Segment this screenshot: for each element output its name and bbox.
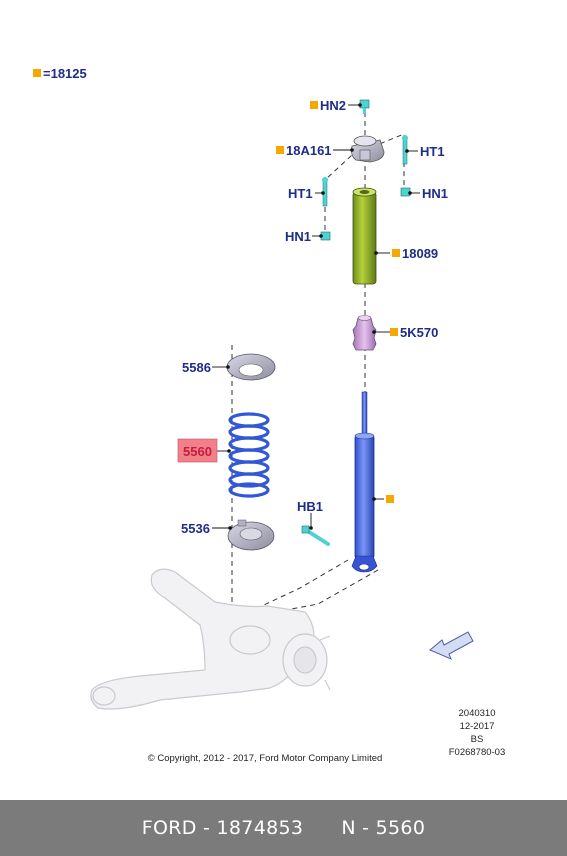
- dust-boot: [352, 187, 377, 285]
- doc-info-line: 12-2017: [460, 721, 495, 732]
- legend-text: =18125: [43, 66, 87, 81]
- part-labels: HN2 18A161 HT1 HT1 HN1 HN1 18089 5K570 5…: [181, 98, 448, 536]
- coil-spring: [228, 412, 270, 498]
- label-5k570: 5K570: [400, 325, 438, 340]
- leader-lines: [212, 104, 420, 529]
- shock-absorber: [351, 391, 378, 573]
- doc-info: 2040310 12-2017 BS F0268780-03: [449, 708, 506, 758]
- marker-5k570-icon: [390, 328, 398, 336]
- label-5560: 5560: [183, 444, 212, 459]
- nut-hn2: [359, 99, 370, 114]
- upper-spring-seat: [226, 353, 276, 381]
- footer-part-number: FORD - 1874853: [141, 817, 304, 839]
- bolt-hb1: [301, 525, 330, 546]
- legend-marker-icon: [33, 69, 41, 77]
- lower-arm-knuckle: [90, 568, 331, 710]
- highlight-5560: [177, 438, 218, 463]
- footer-bar: FORD - 1874853 N - 5560: [0, 800, 567, 856]
- top-mount: [351, 135, 385, 163]
- label-5536: 5536: [181, 521, 210, 536]
- footer-gap: [303, 817, 341, 839]
- lower-spring-seat: [227, 519, 275, 551]
- direction-arrow-icon: [429, 631, 474, 660]
- doc-info-line: 2040310: [459, 708, 496, 719]
- footer-item-number: N - 5560: [341, 817, 426, 839]
- bolt-ht1-right: [402, 135, 408, 165]
- label-hn2: HN2: [320, 98, 346, 113]
- label-ht1-right: HT1: [420, 144, 445, 159]
- label-hn1-right: HN1: [422, 186, 448, 201]
- label-hn1-left: HN1: [285, 229, 311, 244]
- legend: =18125: [33, 66, 87, 81]
- label-hb1: HB1: [297, 499, 323, 514]
- orange-markers: [276, 101, 400, 503]
- copyright-text: © Copyright, 2012 - 2017, Ford Motor Com…: [148, 753, 383, 764]
- doc-info-line: F0268780-03: [449, 747, 506, 758]
- bump-stop: [352, 315, 377, 351]
- marker-18089-icon: [392, 249, 400, 257]
- parts-diagram: =18125: [33, 66, 506, 764]
- marker-18a161-icon: [276, 146, 284, 154]
- doc-info-line: BS: [471, 734, 484, 745]
- leader-dots: [226, 103, 412, 530]
- marker-hn2-icon: [310, 101, 318, 109]
- label-18a161: 18A161: [286, 143, 332, 158]
- label-18089: 18089: [402, 246, 438, 261]
- marker-shock-icon: [386, 495, 394, 503]
- label-5586: 5586: [182, 360, 211, 375]
- label-ht1-left: HT1: [288, 186, 313, 201]
